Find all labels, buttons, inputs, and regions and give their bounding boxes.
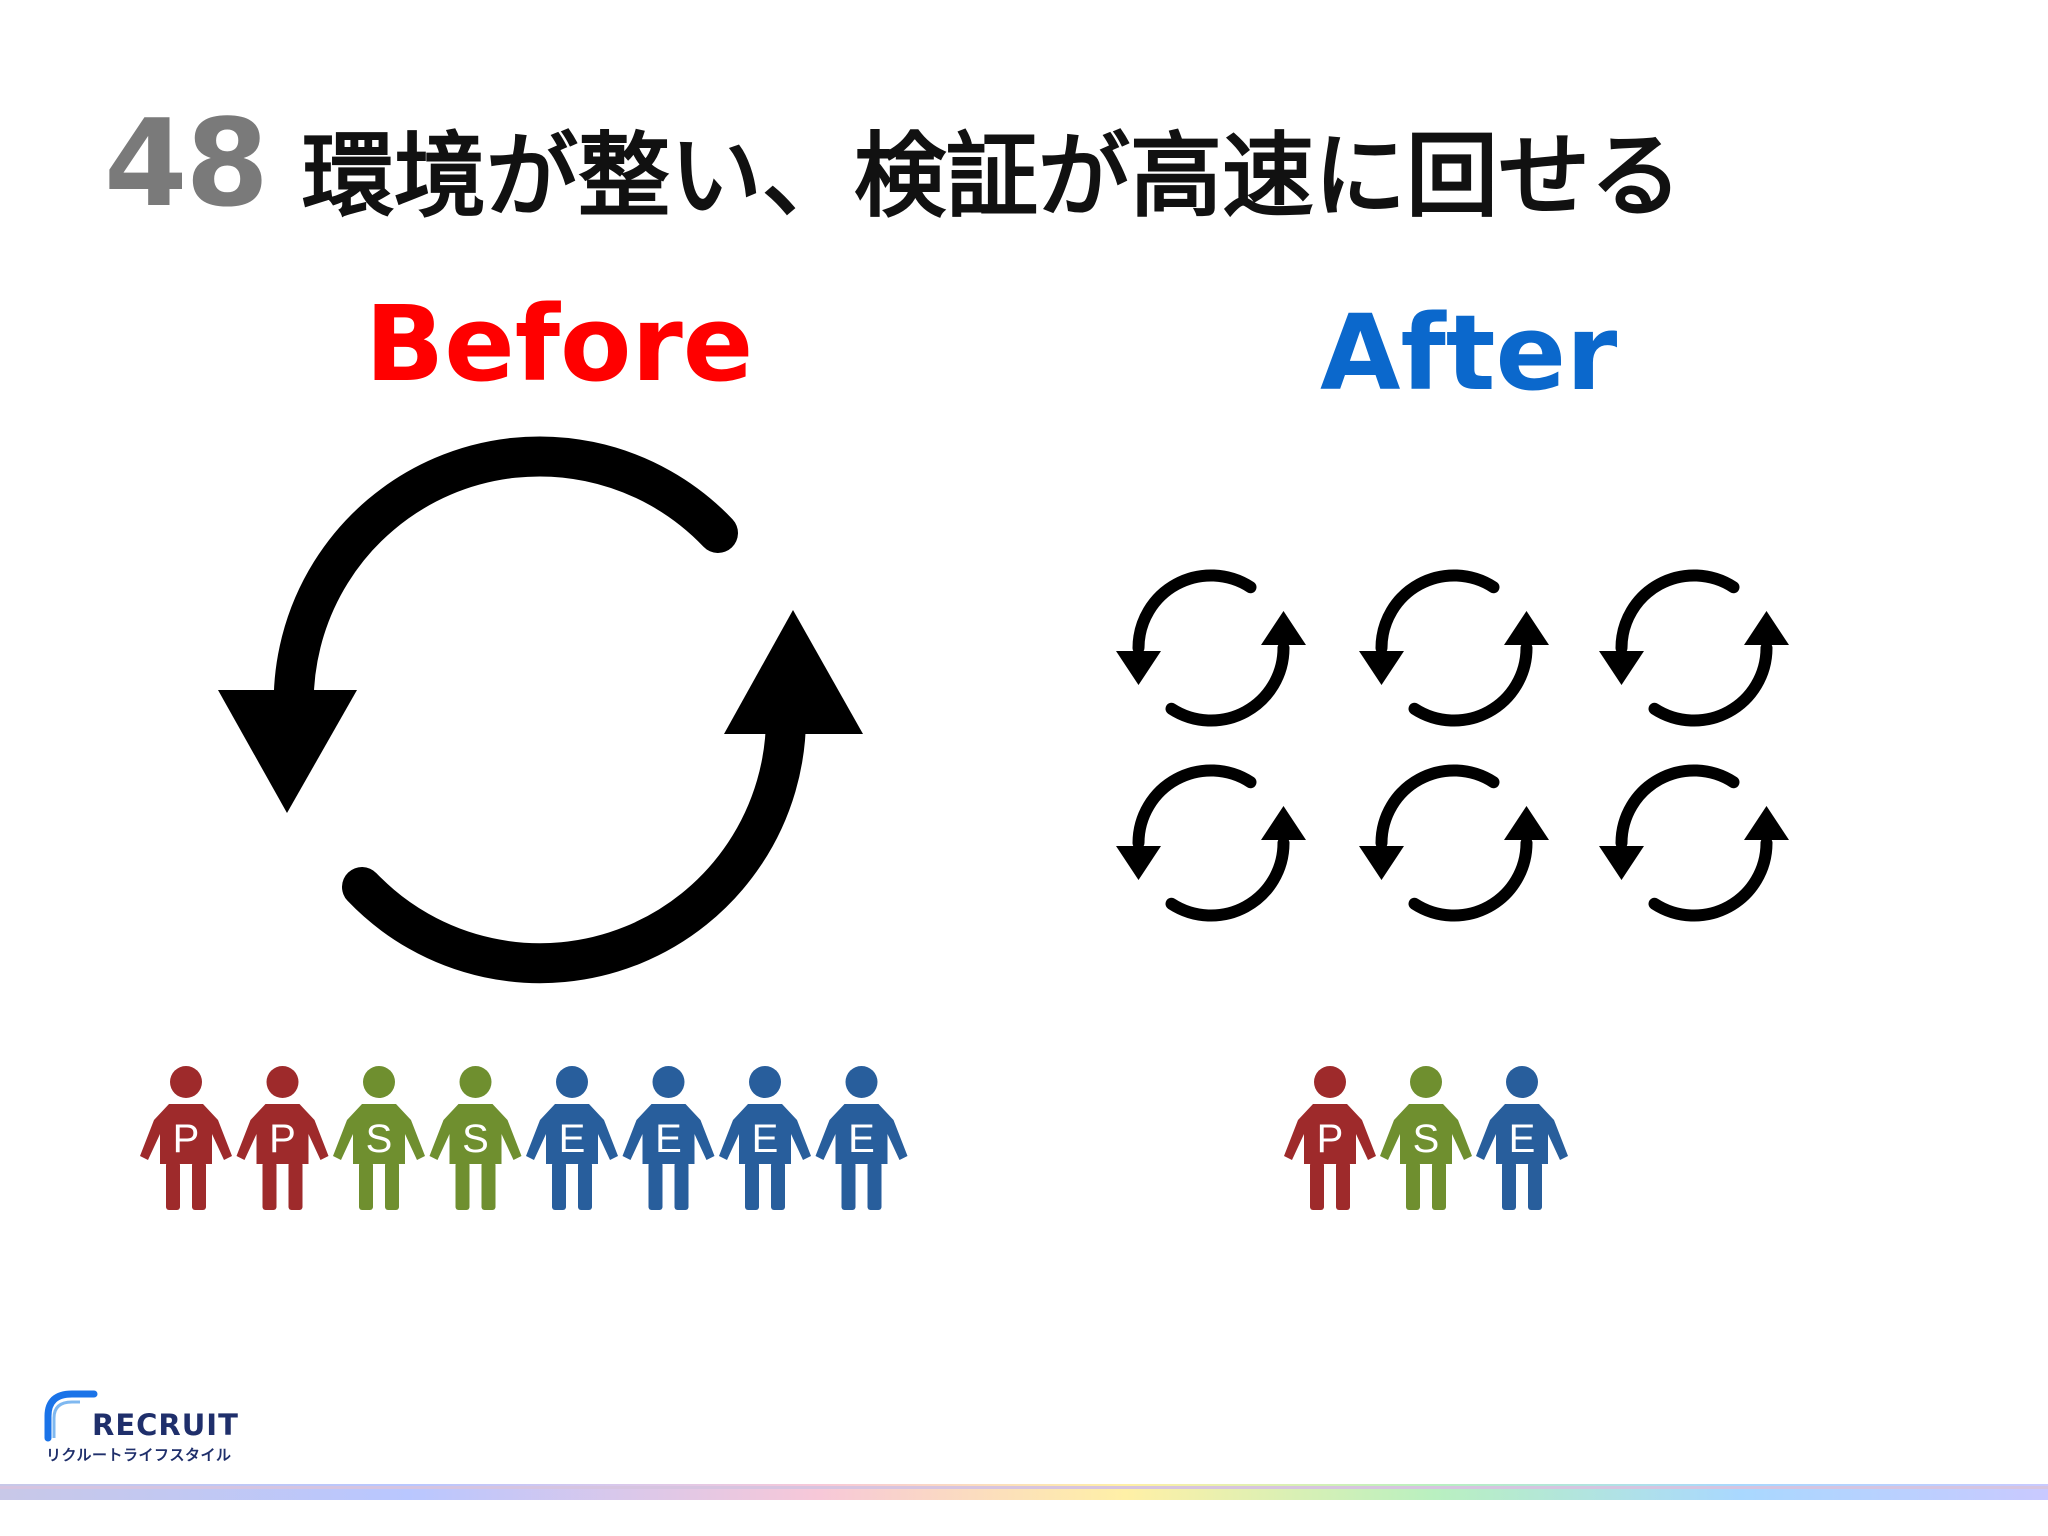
cycle-icon: [1359, 770, 1549, 915]
team-member-role-letter: E: [752, 1117, 779, 1161]
after-cycles-grid: [1116, 575, 1789, 915]
team-member-role-letter: S: [1413, 1117, 1440, 1161]
team-member-role-letter: S: [366, 1117, 393, 1161]
team-member-role-letter: P: [1317, 1117, 1344, 1161]
slide-number: 48: [104, 95, 269, 234]
cycle-icon: [1359, 575, 1549, 720]
team-member-person-icon: P: [1284, 1066, 1376, 1210]
recruit-logo-wordmark: RECRUIT: [92, 1408, 239, 1442]
footer-divider: [0, 1486, 2048, 1489]
recruit-logo-subtext: リクルートライフスタイル: [46, 1446, 232, 1464]
team-member-person-icon: E: [526, 1066, 618, 1210]
team-member-role-letter: P: [269, 1117, 296, 1161]
team-member-person-icon: S: [333, 1066, 425, 1210]
team-member-role-letter: E: [559, 1117, 586, 1161]
team-member-person-icon: S: [1380, 1066, 1472, 1210]
before-heading: Before: [365, 283, 754, 405]
team-member-person-icon: P: [140, 1066, 232, 1210]
cycle-icon: [1116, 575, 1306, 720]
slide-title: 環境が整い、検証が高速に回せる: [302, 123, 1683, 230]
team-member-person-icon: E: [719, 1066, 811, 1210]
recruit-logo-icon: [44, 1390, 98, 1442]
team-member-person-icon: E: [1476, 1066, 1568, 1210]
cycle-icon: [1599, 575, 1789, 720]
cycle-icon: [1116, 770, 1306, 915]
cycle-icon: [1599, 770, 1789, 915]
before-cycle-icon: [218, 436, 863, 984]
team-member-role-letter: S: [462, 1117, 489, 1161]
team-member-role-letter: E: [1509, 1117, 1536, 1161]
team-member-role-letter: E: [848, 1117, 875, 1161]
team-member-person-icon: E: [622, 1066, 715, 1210]
team-member-role-letter: E: [655, 1117, 682, 1161]
team-member-role-letter: P: [173, 1117, 200, 1161]
team-member-person-icon: P: [236, 1066, 329, 1210]
team-member-person-icon: S: [429, 1066, 522, 1210]
team-member-person-icon: E: [815, 1066, 908, 1210]
after-heading: After: [1320, 292, 1618, 414]
